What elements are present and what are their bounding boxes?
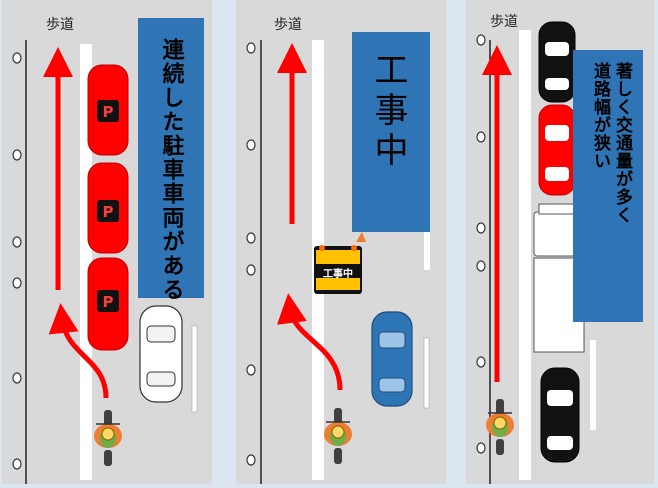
panel-heavy-traffic: 歩道 著しく交通量が多く 道路幅が狭い <box>466 0 654 484</box>
bollard <box>246 139 256 151</box>
bollard <box>12 236 22 248</box>
sidewalk-label: 歩道 <box>490 14 518 30</box>
sign-line-2: 道路幅が狭い <box>590 61 612 170</box>
bollard <box>476 442 486 454</box>
police-car <box>371 311 413 407</box>
parked-car: P <box>87 257 129 351</box>
bollard <box>12 149 22 161</box>
parked-car: P <box>87 64 129 156</box>
black-car <box>538 21 576 103</box>
curb-marker <box>423 337 430 409</box>
sign-box: 工事中 <box>352 32 430 232</box>
bollard <box>476 222 486 234</box>
bollard <box>246 454 256 466</box>
bollard <box>246 42 256 54</box>
sign-line-1: 著しく交通量が多く <box>612 61 633 224</box>
panel-construction: 歩道 工事中 工事中 <box>236 0 446 484</box>
cone-icon <box>356 232 366 242</box>
barrier-text: 工事中 <box>323 267 353 280</box>
bollard <box>12 277 22 289</box>
sign-box: 連続した駐車車両がある <box>138 18 204 302</box>
sign-text: 工事中 <box>368 52 408 172</box>
bollard <box>12 52 22 64</box>
curb-marker <box>191 325 198 413</box>
bollard <box>246 232 256 244</box>
bollard <box>476 34 486 46</box>
curb-marker <box>590 340 596 430</box>
white-car <box>139 305 183 403</box>
bollard <box>12 372 22 384</box>
parking-mark: P <box>103 203 114 221</box>
swerve-arrow <box>48 303 109 399</box>
parked-car: P <box>87 162 129 254</box>
bollard <box>476 356 486 368</box>
parking-mark: P <box>103 103 114 121</box>
sidewalk-label: 歩道 <box>274 17 302 33</box>
lane-line <box>80 44 92 480</box>
bollard <box>476 260 486 272</box>
panel-parked-cars: 歩道 連続した駐車車両がある P P P <box>2 0 212 484</box>
construction-barrier: 工事中 <box>314 245 362 294</box>
sign-box: 著しく交通量が多く 道路幅が狭い <box>573 50 643 322</box>
bollard <box>246 364 256 376</box>
sign-text: 連続した駐車車両がある <box>159 38 185 302</box>
bollard <box>476 131 486 143</box>
curb-marker <box>424 232 430 270</box>
lane-line <box>519 30 531 480</box>
sidewalk-label: 歩道 <box>46 17 74 33</box>
black-car <box>540 367 580 463</box>
bollard <box>246 264 256 276</box>
swerve-arrow <box>276 293 343 391</box>
parking-mark: P <box>103 293 114 311</box>
red-car <box>538 104 576 196</box>
bollard <box>12 458 22 470</box>
